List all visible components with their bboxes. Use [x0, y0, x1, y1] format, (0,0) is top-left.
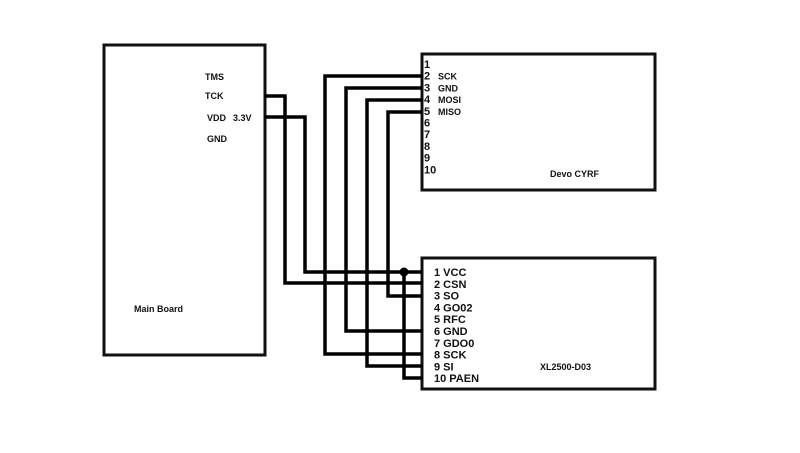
devo-cyrf-pin-number: 4: [424, 94, 431, 106]
devo-cyrf-pin-number: 8: [424, 141, 430, 153]
main-board-vdd-voltage: 3.3V: [233, 113, 252, 123]
main-board-title: Main Board: [134, 304, 183, 314]
main-board-pin-gnd: GND: [207, 134, 228, 144]
devo-cyrf-pin-number: 3: [424, 82, 430, 94]
wire-vdd-to-vcc: [264, 115, 423, 274]
devo-cyrf-title: Devo CYRF: [550, 169, 600, 179]
devo-cyrf-pin-number: 7: [424, 129, 430, 141]
wire-vcc-to-paen: [402, 270, 423, 380]
xl2500-pin-label: 10 PAEN: [434, 373, 479, 385]
xl2500-box: [420, 256, 657, 391]
devo-cyrf-pin-label: MISO: [438, 107, 461, 117]
devo-cyrf-pin-label: MOSI: [438, 95, 461, 105]
devo-cyrf-pin-number: 5: [424, 106, 430, 118]
devo-cyrf-pin-number: 10: [424, 164, 436, 176]
xl2500-title: XL2500-D03: [540, 362, 591, 372]
xl2500-pin-label: 1 VCC: [434, 267, 466, 279]
main-board-pin-tms: TMS: [205, 72, 224, 82]
main-board-pin-tck: TCK: [205, 91, 224, 101]
devo-cyrf-pin-label: GND: [438, 83, 459, 93]
xl2500-pin-label: 4 GO02: [434, 302, 473, 314]
xl2500-pin-label: 2 CSN: [434, 279, 466, 291]
devo-cyrf-box: [420, 52, 657, 192]
wire-gnd-to-gnd: [344, 86, 423, 333]
devo-cyrf-pin-number: 2: [424, 71, 430, 83]
xl2500-pin-label: 6 GND: [434, 326, 468, 338]
devo-cyrf-pin-number: 9: [424, 153, 430, 165]
main-board-box: [102, 43, 267, 357]
wire-sck-to-sck: [323, 74, 423, 356]
xl2500-pin-label: 8 SCK: [434, 350, 466, 362]
devo-cyrf-pin-number: 1: [424, 59, 430, 71]
xl2500-pin-label: 9 SI: [434, 361, 454, 373]
devo-cyrf-pin-label: SCK: [438, 72, 458, 82]
main-board-pin-vdd: VDD: [207, 113, 227, 123]
wire-mosi-to-si: [365, 98, 423, 368]
xl2500-pin-label: 7 GDO0: [434, 338, 474, 350]
devo-cyrf-pin-number: 6: [424, 118, 430, 130]
wire-tck-to-csn: [264, 94, 423, 285]
xl2500-pin-label: 3 SO: [434, 291, 460, 303]
junction-dot: [399, 267, 409, 277]
xl2500-pin-label: 5 RFC: [434, 314, 466, 326]
